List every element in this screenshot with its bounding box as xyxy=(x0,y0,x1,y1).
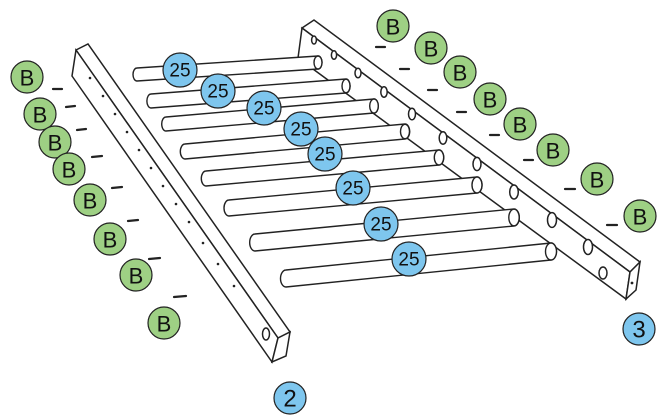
hardware-callout-label: B xyxy=(20,66,35,91)
hardware-callout: B xyxy=(147,306,181,340)
hardware-callout-label: B xyxy=(483,88,498,113)
part-2-label: 2 xyxy=(283,386,296,413)
hardware-callout-label: B xyxy=(590,168,605,193)
hardware-callout-label: B xyxy=(546,139,561,164)
left-rail xyxy=(71,43,292,364)
hardware-callout-label: B xyxy=(157,312,172,337)
hardware-callout: B xyxy=(443,55,477,89)
hardware-callout: B xyxy=(119,258,153,292)
right-rail-end-holes xyxy=(630,281,634,285)
dowel-callout: 25 xyxy=(162,52,198,88)
hardware-callout: B xyxy=(536,133,570,167)
dowel-callout: 25 xyxy=(391,241,427,277)
part-callout-3: 3 xyxy=(622,312,656,346)
dowel-callout: 25 xyxy=(363,206,399,242)
dowel-callout-label: 25 xyxy=(169,61,190,82)
hardware-callout-label: B xyxy=(513,113,528,138)
right-screws xyxy=(374,45,619,227)
dowel xyxy=(146,78,351,109)
left-rail-end-hole xyxy=(261,327,271,341)
hardware-callout-label: B xyxy=(453,61,468,86)
dowel-callout: 25 xyxy=(307,136,343,172)
hardware-callout-label: B xyxy=(62,158,77,183)
dowel-callout-label: 25 xyxy=(314,145,335,166)
part-callout-2: 2 xyxy=(273,381,307,415)
hardware-callout-label: B xyxy=(633,205,648,230)
left-rail-holes xyxy=(88,76,236,288)
left-screws xyxy=(51,87,188,299)
hardware-callout-label: B xyxy=(48,131,63,156)
hardware-callout-label: B xyxy=(129,264,144,289)
hardware-callout: B xyxy=(503,107,537,141)
hardware-callout: B xyxy=(376,9,410,43)
dowels xyxy=(132,55,558,288)
hardware-callout: B xyxy=(38,125,72,159)
dowel-callout: 25 xyxy=(335,170,371,206)
dowel-callout: 25 xyxy=(200,73,236,109)
dowel-callout: 25 xyxy=(283,111,319,147)
dowel-callout-label: 25 xyxy=(342,179,363,200)
dowel-callout-label: 25 xyxy=(370,215,391,236)
hardware-callout-label: B xyxy=(386,15,401,40)
dowel-callout-label: 25 xyxy=(207,82,228,103)
right-rail-holes xyxy=(310,35,608,280)
dowel-callout-label: 25 xyxy=(290,120,311,141)
dowel-callout-label: 25 xyxy=(398,250,419,271)
dowel-callout: 25 xyxy=(246,90,282,126)
hardware-callout: B xyxy=(580,162,614,196)
hardware-callout: B xyxy=(23,97,57,131)
right-rail xyxy=(297,19,642,301)
hardware-callout-label: B xyxy=(424,37,439,62)
hardware-callout-label: B xyxy=(103,228,118,253)
hardware-callout: B xyxy=(10,60,44,94)
hardware-callout: B xyxy=(52,152,86,186)
hardware-callout: B xyxy=(473,82,507,116)
part-3-label: 3 xyxy=(632,317,645,344)
hardware-callout-label: B xyxy=(33,103,48,128)
hardware-callout: B xyxy=(414,31,448,65)
dowel-callout-label: 25 xyxy=(253,99,274,120)
hardware-callout: B xyxy=(73,183,107,217)
hardware-callout: B xyxy=(93,222,127,256)
hardware-callout-label: B xyxy=(83,189,98,214)
hardware-callout: B xyxy=(623,199,657,233)
